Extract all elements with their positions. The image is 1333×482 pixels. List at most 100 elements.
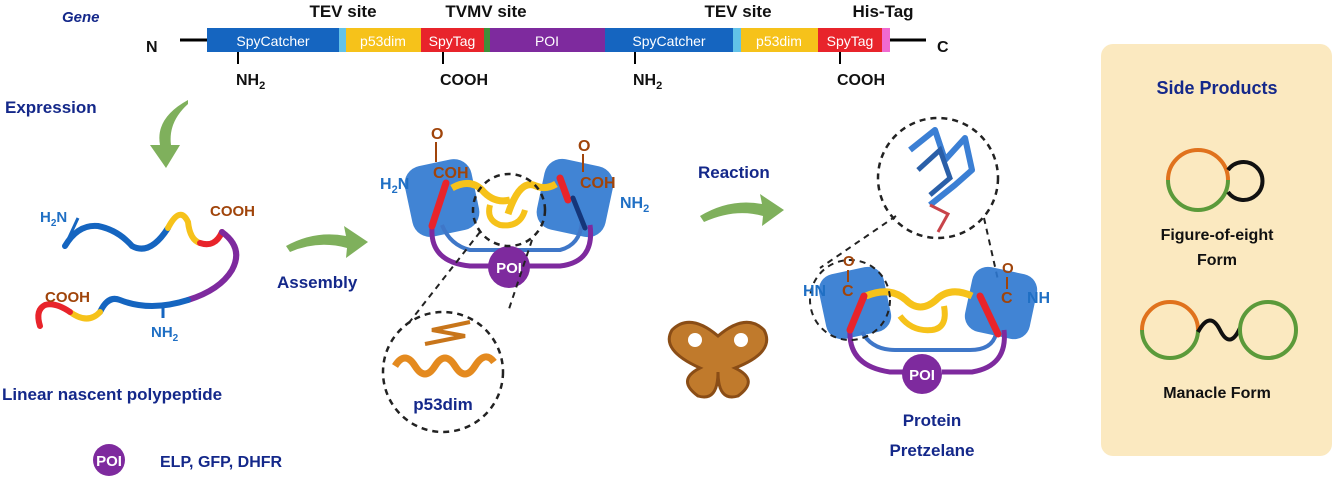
c-terminus-label: C	[937, 39, 949, 56]
product-poi-label: POI	[909, 367, 935, 384]
gene-segment-tvmv-site	[484, 28, 490, 52]
segment-label-p53dim-1: p53dim	[360, 33, 406, 49]
p53dim-zoom-circle	[381, 310, 505, 434]
pretzelane-product: POI O HN C O C NH	[803, 116, 1050, 394]
product-spytag-left	[846, 292, 868, 334]
his-tag-label: His-Tag	[852, 2, 913, 21]
product-poi-linker-right	[942, 329, 1007, 375]
gene-segment-his-tag	[882, 28, 890, 52]
side-products: Side Products Figure-of-eight Form Manac…	[1140, 78, 1298, 402]
assembled-complex: POI H2N O COH O COH NH2	[380, 126, 649, 288]
gene-segment-spytag-2	[818, 28, 882, 52]
complex-p53dim-zoom-circle	[471, 172, 547, 248]
linear-polypeptide	[35, 211, 240, 329]
gene-segment-poi	[490, 28, 605, 52]
linear-polypeptide-caption: Linear nascent polypeptide	[2, 385, 222, 404]
linear-nh2-stem-1	[63, 217, 80, 247]
gene-segment-spycatcher-1	[207, 28, 339, 52]
p53dim-zoom-line-left	[407, 231, 481, 325]
complex-poi-label: POI	[496, 260, 522, 277]
tev-site-label-2: TEV site	[704, 2, 771, 21]
segment-label-poi: POI	[535, 33, 559, 49]
complex-h2n-label: H2N	[380, 176, 409, 196]
complex-poi-linker-right	[528, 224, 594, 269]
gene-nh2-label-1: NH2	[236, 72, 265, 92]
product-hn-label: HN	[803, 283, 826, 300]
strand1-spycatcher	[62, 222, 171, 252]
segment-label-spytag-2: SpyTag	[827, 33, 874, 49]
product-p53dim-top	[864, 288, 974, 311]
linear-cooh-label-1: COOH	[210, 203, 255, 220]
gene-nh2-label-2: NH2	[633, 72, 662, 92]
spycatcher-zoom-circle	[876, 116, 1000, 240]
reaction-arrow	[700, 194, 784, 226]
side-products-panel	[1101, 44, 1332, 456]
manacle-label: Manacle Form	[1163, 385, 1271, 402]
n-terminus-label: N	[146, 39, 158, 56]
figure-of-eight-label-2: Form	[1197, 252, 1237, 269]
reaction-label: Reaction	[698, 163, 770, 182]
pretzelane-label: Pretzelane	[889, 441, 974, 460]
tev-site-label-1: TEV site	[309, 2, 376, 21]
strand1-poi	[185, 229, 240, 303]
product-spytag-right	[976, 292, 1002, 338]
gene-cooh-label-1: COOH	[440, 72, 488, 89]
p53dim-structure	[392, 320, 497, 378]
segment-label-p53dim-2: p53dim	[756, 33, 802, 49]
p53dim-zoom-label: p53dim	[413, 395, 473, 414]
tvmv-site-label: TVMV site	[445, 2, 526, 21]
gene-segment-tev-site-2	[733, 28, 741, 52]
spycatcher-zoom-line-left	[819, 215, 897, 269]
poi-legend-label: POI	[96, 453, 122, 470]
p53dim-zoom-line-right	[507, 239, 533, 313]
expression-label: Expression	[5, 98, 97, 117]
gene-segment-p53dim-2	[741, 28, 818, 52]
strand2-spycatcher	[97, 295, 191, 315]
figure-of-eight-glyph	[1166, 148, 1265, 212]
complex-coh-label-left: COH	[433, 165, 469, 182]
gene-terminus-ticks	[237, 52, 841, 64]
spycatcher-structure	[908, 127, 975, 233]
strand1-spytag	[197, 229, 225, 248]
protein-label: Protein	[903, 411, 962, 430]
product-blue-link	[860, 330, 998, 352]
product-o-label-left: O	[843, 253, 855, 270]
complex-p53dim-left	[450, 180, 511, 205]
pretzel-icon	[667, 320, 769, 399]
isopeptide-zoom-circle	[809, 259, 891, 341]
product-spycatcher-left	[818, 266, 892, 340]
complex-spytag-right	[556, 174, 572, 204]
product-c-label-left: C	[842, 283, 854, 300]
product-spycatcher-right	[964, 266, 1038, 340]
assembly-label: Assembly	[277, 273, 358, 292]
linear-nh2-label: NH2	[151, 324, 179, 344]
process-arrows	[150, 100, 784, 258]
complex-poi-circle	[488, 246, 530, 288]
assembly-arrow	[286, 226, 368, 258]
complex-nh2-label: NH2	[620, 195, 649, 215]
linear-h2n-label: H2N	[40, 209, 67, 229]
manacle-glyph	[1140, 300, 1298, 360]
segment-label-spycatcher-1: SpyCatcher	[236, 33, 309, 49]
gene-segment-spycatcher-2	[605, 28, 733, 52]
complex-spytag-left	[428, 179, 450, 230]
product-poi-circle	[902, 354, 942, 394]
strand1-p53dim	[165, 211, 203, 246]
gene-segment-p53dim-1	[346, 28, 421, 52]
gene-construct: Gene N C SpyCatcher p53dim SpyTag POI Sp…	[62, 2, 949, 92]
expression-arrow	[150, 100, 188, 168]
gene-cooh-label-2: COOH	[837, 72, 885, 89]
complex-o-label-left: O	[431, 126, 443, 143]
side-products-title: Side Products	[1156, 78, 1277, 98]
product-p53dim-loop	[897, 305, 948, 334]
product-poi-linker-left	[847, 329, 906, 375]
poi-legend-circle	[93, 444, 125, 476]
gene-label: Gene	[62, 9, 100, 26]
complex-poi-linker-left	[429, 227, 490, 269]
gene-segment-tev-site-1	[339, 28, 346, 52]
gene-segment-spytag-1	[421, 28, 484, 52]
segment-label-spytag-1: SpyTag	[429, 33, 476, 49]
product-nh-label: NH	[1027, 290, 1050, 307]
figure-of-eight-label-1: Figure-of-eight	[1161, 227, 1275, 244]
